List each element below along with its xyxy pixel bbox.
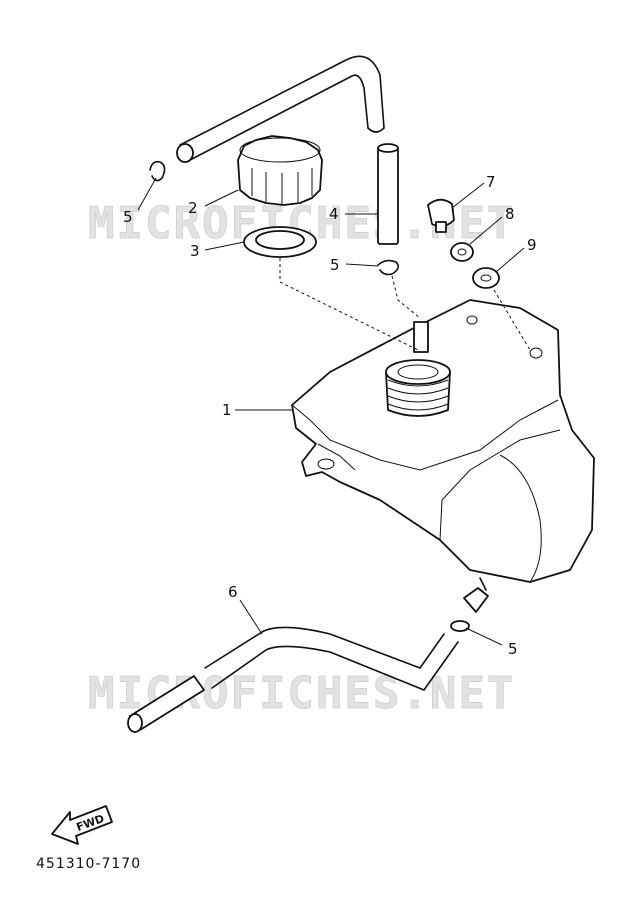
callout-7: 7 xyxy=(486,173,496,191)
fuel-tank xyxy=(291,299,595,613)
callout-5-bottom: 5 xyxy=(508,640,518,658)
leader-lines xyxy=(137,177,531,646)
callout-8: 8 xyxy=(505,205,515,223)
callout-5-top-center: 5 xyxy=(330,256,340,274)
callout-9: 9 xyxy=(527,236,537,254)
fuel-cap xyxy=(237,135,323,206)
callout-2: 2 xyxy=(188,199,198,217)
callout-6: 6 xyxy=(228,583,238,601)
clip-top-center xyxy=(377,259,400,276)
washer xyxy=(472,267,500,289)
callout-1: 1 xyxy=(222,401,232,419)
callout-5-top-left: 5 xyxy=(123,208,133,226)
vent-hose xyxy=(377,143,399,245)
clip-bottom xyxy=(450,620,470,632)
bolt xyxy=(427,198,455,233)
callout-4: 4 xyxy=(329,205,339,223)
cap-gasket xyxy=(243,226,317,258)
diagram-code: 451310-7170 xyxy=(36,856,141,872)
fuel-hose-bottom xyxy=(127,626,459,733)
fwd-arrow-icon: FWD xyxy=(51,805,113,845)
collar xyxy=(450,242,474,262)
callout-3: 3 xyxy=(190,242,200,260)
clip-top-left xyxy=(149,160,166,182)
top-bent-hose xyxy=(176,55,385,163)
